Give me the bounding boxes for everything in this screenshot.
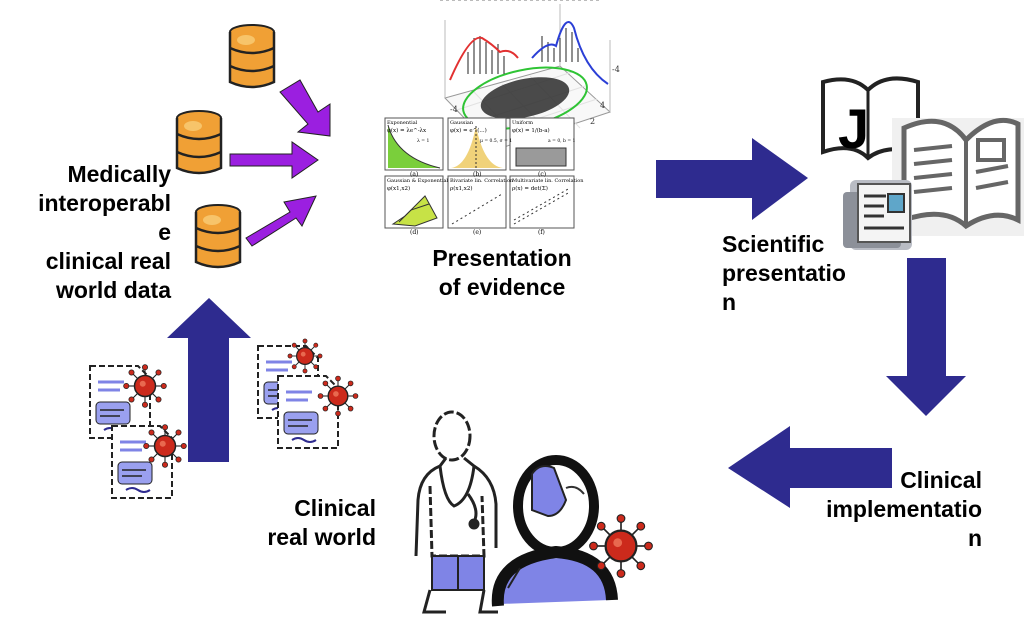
virus-icon [588,513,654,579]
purple-arrow-icon [245,195,317,247]
virus-icon [122,363,168,409]
clinical-real-world-label: Clinical real world [267,495,376,550]
scroll-document-icon [843,180,912,250]
data-barrel-icon [228,23,276,89]
panel-title: Gaussian & Exponential [387,178,448,184]
panel-formula: φ(x1,x2) [387,185,410,192]
flow-arrow-right [656,138,808,220]
panel-tag: (f) [538,229,545,236]
panel-title: Exponential [387,120,418,126]
presentation-of-evidence-label: Presentation of evidence [432,245,572,300]
panel-tag: (d) [410,229,419,236]
panel-title: Multivariate lin. Correlation [512,178,584,184]
panel-formula: ρ(x) = det(Σ) [512,185,548,192]
panel-tag: (c) [538,171,546,178]
flow-arrow-up [167,298,251,462]
svg-text:-4: -4 [450,105,458,114]
panel-tag: (a) [410,171,418,178]
virus-icon [317,375,359,417]
patient-icon [491,455,618,607]
svg-text:-4: -4 [612,65,620,74]
svg-text:4: 4 [600,101,605,110]
virus-icon [142,423,188,469]
purple-arrow-icon [229,141,319,179]
distribution-panels [384,117,575,229]
medically-interoperable-label: Medically interoperabl e clinical real w… [38,161,171,303]
panel-tag: (e) [473,229,481,236]
purple-arrow-icon [279,79,331,137]
panel-tag: (b) [473,171,482,178]
panel-title: Uniform [512,120,533,126]
panel-title: Bivariate lin. Correlation [450,178,514,184]
data-barrel-icon [194,203,242,269]
panel-title: Gaussian [450,120,474,126]
panel-parameters: λ = 1 [417,138,429,144]
clinical-implementation-label: Clinical implementatio n [826,467,982,551]
panel-formula: φ(x) = 1/(b-a) [512,127,550,134]
panel-formula: φ(x) = λe^-λx [387,127,427,134]
newspaper-icon [892,118,1024,236]
virus-icon [287,338,323,374]
panel-formula: ρ(x1,x2) [450,185,472,192]
doctor-icon [414,410,498,614]
panel-parameters: μ = 0.5, σ = 1 [480,138,512,144]
flow-arrow-left [728,426,892,508]
panel-formula: φ(x) = e^(...) [450,127,487,134]
journal-letter: J [838,97,869,160]
panel-parameters: a = 0, b = 1 [548,138,576,144]
data-barrel-icon [175,109,223,175]
flow-arrow-down [886,258,966,416]
svg-text:2: 2 [590,117,595,126]
scientific-presentation-label: Scientific presentatio n [722,231,846,315]
